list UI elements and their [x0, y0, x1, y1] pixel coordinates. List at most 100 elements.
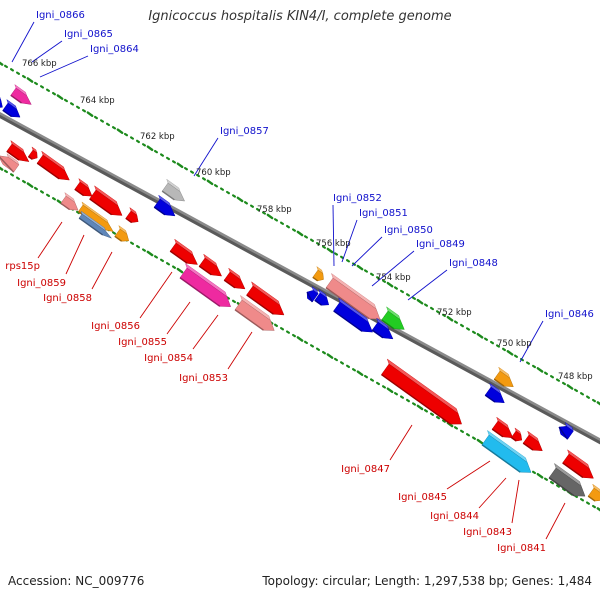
gene-label-upper: Igni_0850 — [384, 225, 433, 236]
scale-label: 752 kbp — [437, 308, 472, 318]
gene-body — [169, 242, 198, 265]
tick-dot — [566, 384, 574, 390]
gene-shadow — [125, 217, 133, 224]
tick-dot — [525, 361, 531, 365]
gene-feature — [114, 225, 130, 242]
gene-body — [10, 87, 32, 105]
tick-dot — [75, 210, 81, 215]
tick-dot — [555, 378, 561, 382]
gene-shadow — [481, 444, 521, 473]
gene-body — [74, 181, 93, 197]
gene-label-upper: Igni_0864 — [90, 44, 139, 55]
tick-dot — [304, 340, 308, 345]
gene-body — [381, 363, 462, 425]
tick-dot — [111, 126, 117, 130]
gene-feature — [381, 306, 405, 330]
tick-dot — [334, 252, 338, 256]
gene-feature — [36, 150, 70, 181]
gene-feature — [562, 449, 594, 479]
tick-dot — [184, 167, 188, 171]
gene-shadow — [558, 426, 569, 440]
lower-leader-line — [511, 479, 520, 524]
lower-leader-line — [545, 502, 566, 540]
gene-feature — [89, 185, 123, 216]
tick-dot — [45, 88, 51, 92]
scale-label: 756 kbp — [316, 239, 351, 249]
gene-label-lower: Igni_0853 — [179, 373, 228, 384]
tick-dot — [304, 235, 308, 239]
tick-dot — [93, 115, 99, 120]
gene-shadow — [60, 202, 70, 211]
tick-dot — [454, 426, 458, 430]
tick-dot — [460, 323, 464, 328]
gene-body — [77, 204, 114, 232]
gene-feature — [234, 294, 275, 331]
gene-feature — [510, 427, 523, 442]
tick-dot — [370, 272, 374, 277]
tick-dot — [596, 401, 600, 406]
gene-feature — [481, 429, 532, 473]
gene-shadow — [381, 319, 395, 330]
tick-dot — [376, 381, 380, 386]
tick-dot — [142, 248, 146, 252]
gene-body — [558, 426, 574, 440]
lower-leader-line — [389, 424, 413, 461]
gene-label-lower: Igni_0856 — [91, 321, 140, 332]
gene-body — [78, 213, 113, 239]
gene-shadow — [491, 428, 504, 438]
scale-label: 766 kbp — [22, 59, 57, 69]
gene-label-lower: Igni_0855 — [118, 337, 167, 348]
gene-feature — [0, 153, 20, 173]
gene-body — [246, 285, 285, 316]
gene-shadow — [36, 162, 60, 180]
tick-dot — [561, 487, 567, 492]
tick-dot — [382, 279, 386, 283]
tick-dot — [172, 160, 176, 164]
gene-label-upper: Igni_0857 — [220, 126, 269, 137]
tick-dot — [142, 143, 146, 147]
gene-body — [381, 310, 405, 330]
tick-dot — [370, 378, 374, 382]
gene-shadow — [6, 150, 20, 161]
gene-body — [562, 453, 594, 479]
tick-dot — [69, 102, 75, 106]
tick-dot — [394, 286, 398, 290]
tick-dot — [310, 238, 314, 243]
upper-leader-line — [351, 236, 383, 267]
tick-dot — [99, 119, 105, 123]
tick-dot — [346, 364, 350, 369]
tick-dot — [26, 77, 34, 83]
tick-dot — [292, 333, 296, 338]
tick-dot — [33, 81, 39, 86]
tick-dot — [81, 109, 87, 113]
gene-feature — [493, 366, 514, 387]
gene-shadow — [198, 265, 212, 276]
tick-dot — [176, 267, 184, 274]
tick-dot — [130, 136, 134, 140]
tick-dot — [214, 184, 218, 188]
gene-body — [371, 321, 394, 340]
tick-dot — [579, 498, 585, 502]
tick-dot — [86, 111, 94, 117]
gene-shadow — [548, 477, 575, 497]
tick-dot — [154, 149, 158, 154]
tick-dot — [472, 436, 476, 440]
tick-dot — [322, 350, 326, 355]
tick-dot — [206, 179, 214, 186]
gene-label-lower: rps15p — [5, 261, 40, 272]
tick-dot — [33, 186, 39, 191]
lower-leader-line — [139, 271, 173, 319]
gene-label-lower: Igni_0854 — [144, 353, 193, 364]
tick-dots — [0, 61, 600, 512]
tick-dot — [22, 74, 26, 79]
tick-dot — [334, 357, 338, 362]
gene-feature — [179, 262, 232, 307]
tick-dot — [442, 313, 446, 318]
tick-dot — [0, 61, 4, 66]
tick-dot — [591, 398, 597, 403]
gene-body — [312, 269, 324, 282]
lower-leader-line — [478, 477, 507, 509]
tick-dot — [3, 169, 9, 174]
tick-dot — [75, 105, 81, 110]
